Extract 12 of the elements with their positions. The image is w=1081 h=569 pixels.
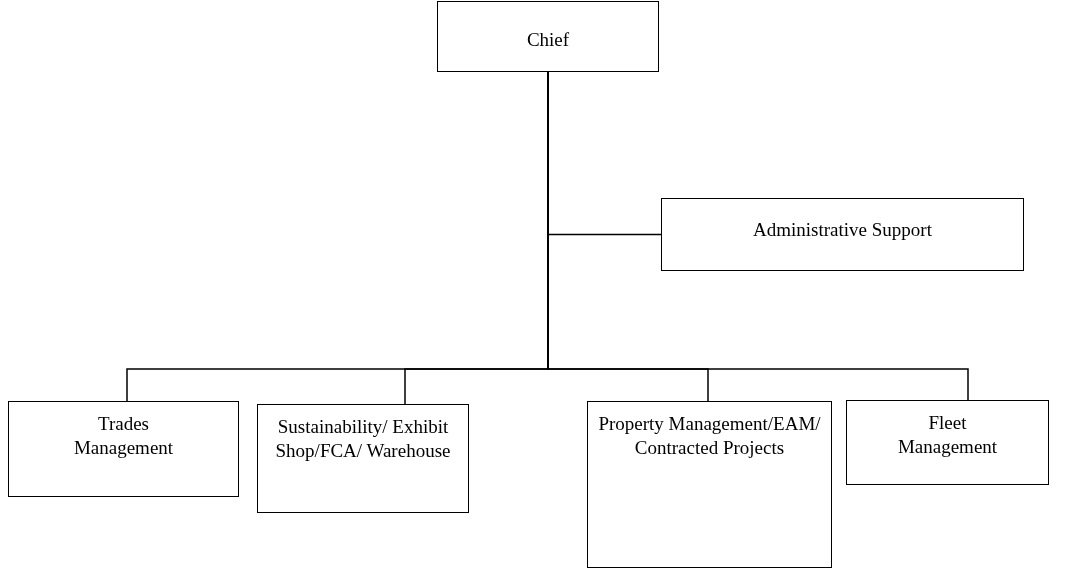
box-label: Sustainability/ Exhibit Shop/FCA/ Warehouse xyxy=(274,415,452,463)
box-label: Trades Management xyxy=(72,412,175,460)
box-label: Fleet Management xyxy=(896,411,999,459)
org-box xyxy=(437,1,659,72)
org-box xyxy=(846,400,1049,485)
org-box xyxy=(257,404,469,513)
org-box xyxy=(8,401,239,497)
org-box xyxy=(661,198,1024,271)
org-box xyxy=(587,401,832,568)
box-label: Chief xyxy=(525,28,571,52)
box-label: Administrative Support xyxy=(752,218,933,242)
box-label: Property Management/EAM/ Contracted Projects xyxy=(597,412,822,460)
